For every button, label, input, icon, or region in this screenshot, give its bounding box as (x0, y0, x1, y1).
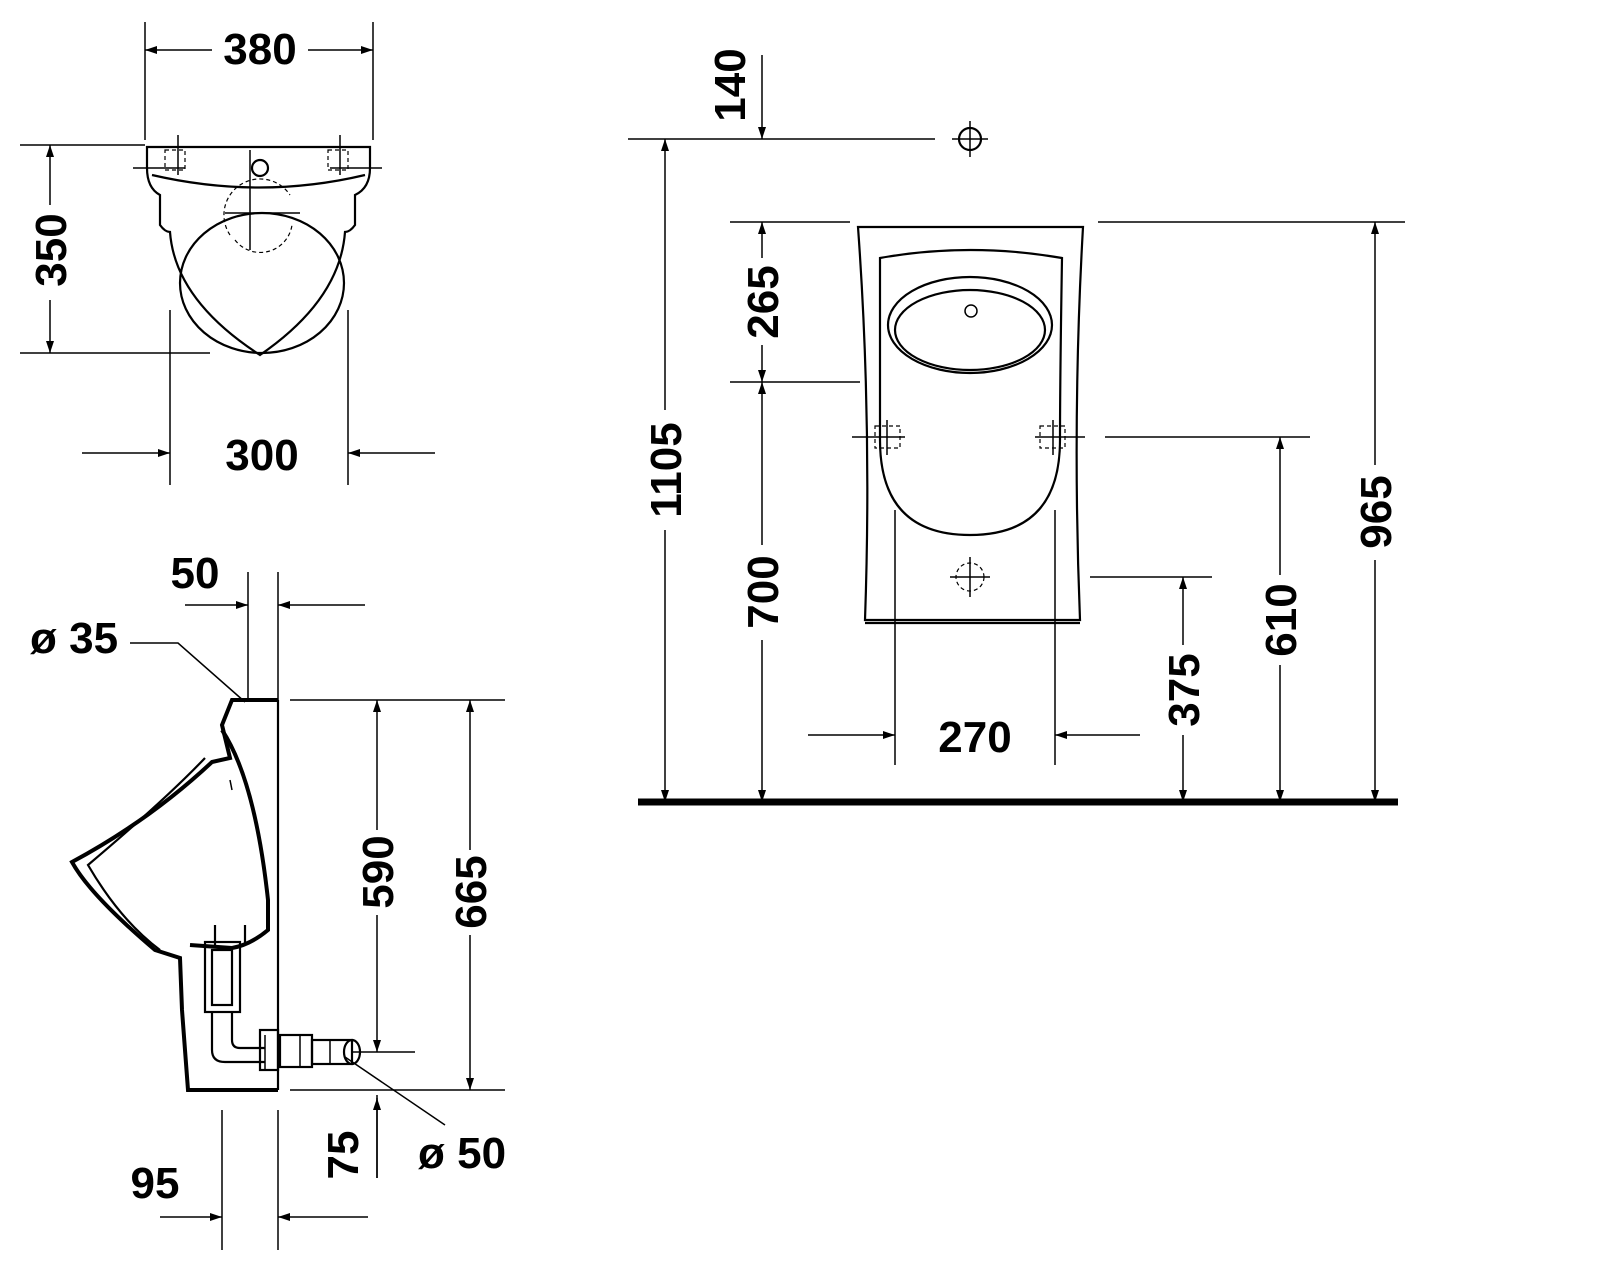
dim-front-outlet-375: 375 (1160, 653, 1209, 726)
dim-front-height-965: 965 (1352, 475, 1401, 548)
dim-front-height-700: 700 (739, 555, 788, 628)
top-view-outline (145, 145, 372, 357)
dim-side-depth-95: 95 (131, 1159, 180, 1208)
dim-front-total-1105: 1105 (642, 422, 691, 517)
dim-side-inlet-offset: 50 (171, 549, 220, 598)
top-view: 380 350 300 (20, 22, 435, 485)
dim-top-inner-width: 300 (225, 431, 298, 480)
side-view-outline (69, 698, 278, 1092)
dim-front-fixing-610: 610 (1257, 583, 1306, 656)
dim-top-depth: 350 (27, 213, 76, 286)
dim-side-inlet-diameter: ø 35 (30, 614, 118, 663)
dim-side-outlet-diameter: ø 50 (418, 1129, 506, 1178)
dim-side-height-590: 590 (354, 835, 403, 908)
front-view-outline (856, 225, 1085, 622)
dim-front-inlet-above: 140 (706, 48, 755, 121)
side-trap (203, 925, 362, 1072)
dim-side-bottom-75: 75 (319, 1131, 368, 1180)
front-view: 140 265 700 1105 (628, 48, 1405, 806)
dim-front-top-265: 265 (739, 265, 788, 338)
dim-top-width: 380 (223, 25, 296, 74)
side-view: 50 ø 35 590 (30, 549, 506, 1250)
dim-front-fixing-width-270: 270 (938, 713, 1011, 762)
dim-side-height-665: 665 (447, 855, 496, 928)
